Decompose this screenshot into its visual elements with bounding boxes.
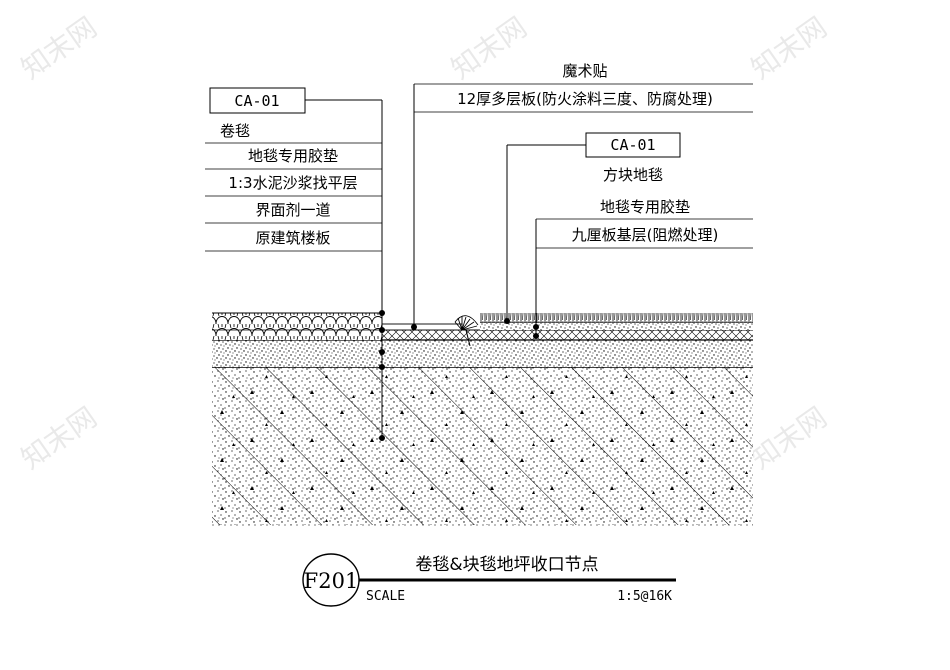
scale-label: SCALE [366,589,405,604]
drawing-number: F201 [304,569,359,593]
callout-top: 魔术贴 12厚多层板(防火涂料三度、防腐处理) [413,62,753,327]
drawing-title: 卷毯&块毯地坪收口节点 [415,555,598,575]
material-tag-box [209,87,306,114]
watermark-text: 知末网 [15,11,103,86]
plywood-base [382,330,753,340]
watermark-text: 知末网 [745,401,833,476]
transition-tuft [454,315,479,347]
layer-label: 12厚多层板(防火涂料三度、防腐处理) [457,90,713,108]
multilayer-board [381,323,463,331]
callout-title: 方块地毯 [603,166,663,184]
carpet-tile [480,313,753,323]
scale-value: 1:5@16K [617,589,672,604]
roll-carpet [212,313,382,340]
layer-label: 九厘板基层(阻燃处理) [572,226,719,244]
material-tag-box [585,132,681,158]
layer-label: 原建筑楼板 [255,229,330,247]
layer-label: 地毯专用胶垫 [600,198,690,216]
material-tag: CA-01 [234,92,279,110]
watermark-text: 知末网 [745,11,833,86]
title-block: F201 卷毯&块毯地坪收口节点 SCALE 1:5@16K [302,553,676,607]
layer-label: 地毯专用胶垫 [248,147,338,165]
floor-section [212,310,753,526]
callout-title: 魔术贴 [562,62,607,80]
screed-layer [212,340,753,367]
watermark-text: 知末网 [15,401,103,476]
callout-right: CA-01 方块地毯 地毯专用胶垫 九厘板基层(阻燃处理) [506,132,753,336]
layer-label: 界面剂一道 [255,201,330,219]
material-tag: CA-01 [610,136,655,154]
watermark-text: 知末网 [445,11,533,86]
callout-left: CA-01 卷毯 地毯专用胶垫 1:3水泥沙浆找平层 界面剂一道 原建筑楼板 [205,87,383,438]
layer-label: 1:3水泥沙浆找平层 [228,174,357,192]
callout-title: 卷毯 [220,122,250,140]
